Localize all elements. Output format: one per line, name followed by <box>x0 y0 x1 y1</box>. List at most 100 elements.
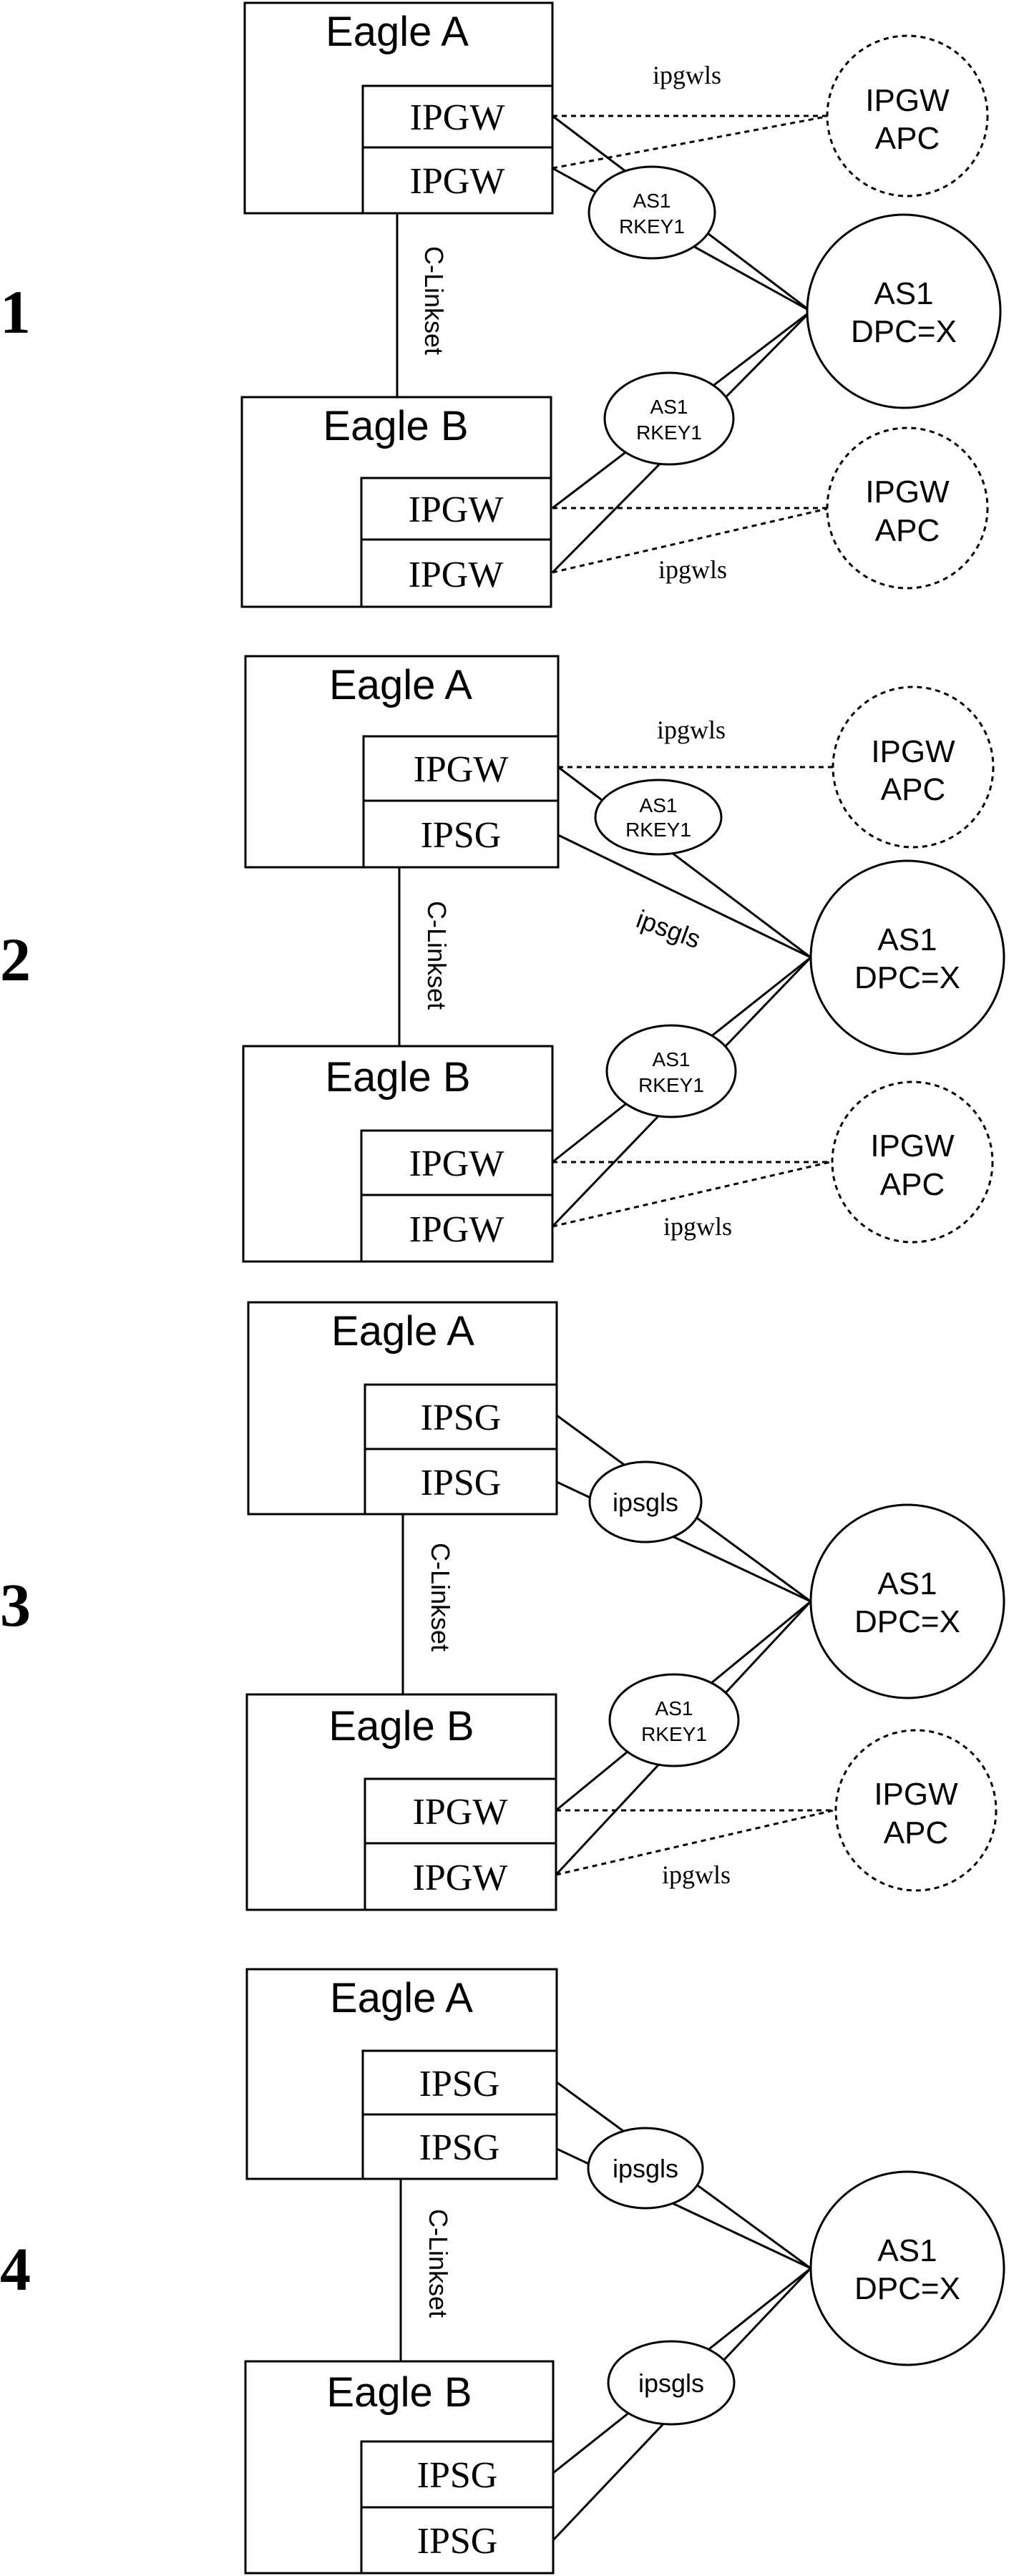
ipsgls-label: ipsgls <box>638 2368 704 2398</box>
as-node-name: AS1 <box>877 2233 937 2268</box>
card-label: IPGW <box>409 555 504 595</box>
ipgw-link-line <box>552 507 831 574</box>
card-label: IPSG <box>417 2455 498 2496</box>
card-label: IPGW <box>409 489 504 530</box>
apc-line1: IPGW <box>871 734 955 769</box>
card-label: IPGW <box>410 161 505 202</box>
routing-key-ellipse <box>603 371 735 466</box>
routing-key-rkey: RKEY1 <box>625 819 691 841</box>
apc-line1: IPGW <box>865 474 950 509</box>
card-box <box>360 2440 555 2509</box>
ipgw-apc-node <box>834 1729 998 1892</box>
ipgw-link-line <box>552 1161 831 1228</box>
c-linkset-label: C-Linkset <box>426 1543 455 1652</box>
card-label: IPSG <box>421 815 502 856</box>
ipsgls-ellipse <box>587 2127 704 2210</box>
card-box <box>362 799 560 869</box>
card-label: IPGW <box>414 749 509 790</box>
ipgw-link-line <box>552 114 831 170</box>
card-box <box>364 1383 558 1450</box>
card-box <box>360 2506 555 2575</box>
as-node <box>809 859 1005 1055</box>
card-box <box>360 1194 554 1263</box>
card-label: IPGW <box>409 1209 504 1250</box>
eagle-b-title: Eagle B <box>325 1054 470 1101</box>
ipsg-link-line <box>557 834 811 959</box>
c-linkset-label: C-Linkset <box>419 246 449 355</box>
card-label: IPSG <box>421 1463 502 1503</box>
ipgwls-label: ipgwls <box>657 716 726 744</box>
as-node-dpc: DPC=X <box>854 1604 960 1639</box>
as-node-dpc: DPC=X <box>854 2271 960 2306</box>
diagram-1: 1 Eagle A IPGW IPGW Eagle B IPGW IPGW C-… <box>0 1 1002 608</box>
apc-line2: APC <box>875 513 940 548</box>
ipsgls-ellipse <box>588 1460 703 1543</box>
card-label: IPSG <box>421 1397 502 1438</box>
ipgw-apc-node <box>832 686 995 849</box>
c-linkset-label: C-Linkset <box>424 2209 453 2318</box>
ipsgls-label: ipsgls <box>613 1488 678 1517</box>
routing-key-as: AS1 <box>650 396 688 418</box>
eagle-a-title: Eagle A <box>326 9 469 55</box>
card-box <box>361 146 554 215</box>
card-label: IPSG <box>419 2127 500 2168</box>
card-box <box>361 2113 558 2180</box>
routing-key-ellipse <box>587 165 716 260</box>
ipgw-apc-node <box>826 426 989 590</box>
eagle-a-title: Eagle A <box>329 662 472 708</box>
diagram-3: 3 Eagle A IPSG IPSG Eagle B IPGW IPGW C-… <box>0 1301 1005 1911</box>
eagle-a-title: Eagle A <box>330 1975 473 2021</box>
card-box <box>361 2049 558 2116</box>
ipgwls-label: ipgwls <box>653 61 721 89</box>
as-node-name: AS1 <box>877 922 937 957</box>
routing-key-rkey: RKEY1 <box>619 215 685 238</box>
routing-key-ellipse <box>608 1673 740 1767</box>
diagram-number: 4 <box>0 2235 31 2303</box>
card-box <box>362 735 560 802</box>
ipgw-link-line <box>555 1809 834 1876</box>
card-label: IPSG <box>417 2521 498 2562</box>
ipgwls-label: ipgwls <box>658 555 727 584</box>
apc-line1: IPGW <box>870 1128 955 1163</box>
routing-key-ellipse <box>605 1024 737 1118</box>
ipsgls-ellipse <box>607 2340 736 2426</box>
eagle-b-title: Eagle B <box>323 403 468 449</box>
routing-key-rkey: RKEY1 <box>636 421 702 444</box>
card-label: IPGW <box>413 1858 508 1898</box>
eagle-b-title: Eagle B <box>328 1703 474 1750</box>
eagle-a-title: Eagle A <box>331 1308 474 1355</box>
diagram-2: 2 Eagle A IPGW IPSG Eagle B IPGW IPGW C-… <box>0 655 1005 1263</box>
apc-line2: APC <box>884 1815 948 1850</box>
routing-key-rkey: RKEY1 <box>638 1074 704 1096</box>
card-label: IPGW <box>409 1143 504 1184</box>
as-node-name: AS1 <box>874 276 933 311</box>
apc-line1: IPGW <box>874 1777 958 1812</box>
card-box <box>360 538 552 608</box>
ipsgls-label: ipsgls <box>633 904 705 954</box>
as-node-dpc: DPC=X <box>851 314 957 349</box>
card-box <box>360 477 552 541</box>
ipgwls-label: ipgwls <box>662 1860 731 1889</box>
as-node <box>806 213 1002 409</box>
card-label: IPGW <box>413 1792 508 1833</box>
ipgw-apc-node <box>826 34 989 197</box>
diagram-number: 3 <box>0 1571 31 1639</box>
as-node <box>809 2170 1005 2366</box>
diagram-4: 4 Eagle A IPSG IPSG Eagle B IPSG IPSG C-… <box>0 1968 1005 2575</box>
diagram-number: 1 <box>0 278 31 346</box>
card-box <box>364 1448 558 1516</box>
card-label: IPSG <box>419 2064 500 2104</box>
routing-key-as: AS1 <box>653 1048 691 1070</box>
eagle-b-title: Eagle B <box>326 2369 472 2416</box>
routing-key-as: AS1 <box>633 190 671 212</box>
routing-key-as: AS1 <box>655 1697 693 1719</box>
ipsgls-label: ipsgls <box>613 2154 678 2183</box>
card-label: IPGW <box>410 97 505 138</box>
ipgwls-label: ipgwls <box>663 1212 732 1241</box>
apc-line2: APC <box>875 121 940 156</box>
routing-key-ellipse <box>594 779 723 856</box>
card-box <box>364 1842 557 1911</box>
as-link-line <box>557 766 811 959</box>
card-box <box>361 84 554 149</box>
